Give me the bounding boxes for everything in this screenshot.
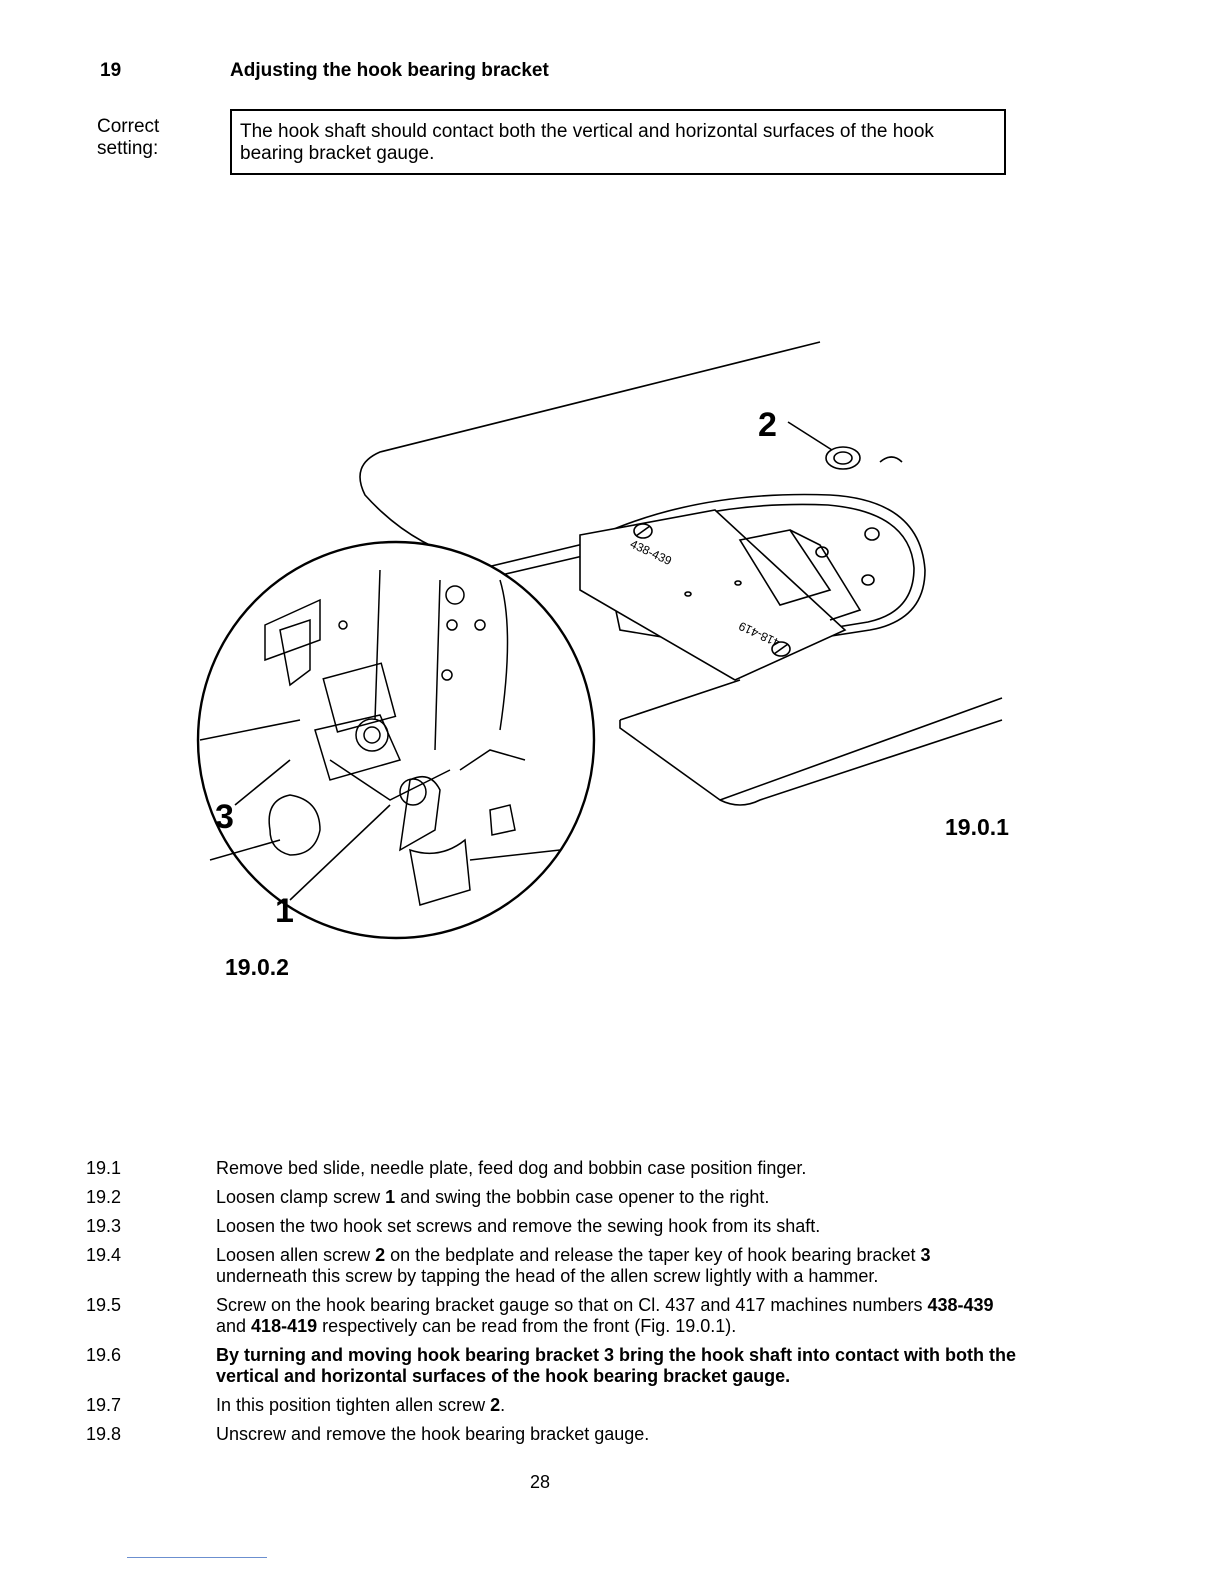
step-text: Screw on the hook bearing bracket gauge … — [216, 1295, 1026, 1337]
step-text-part: on the bedplate and release the taper ke… — [385, 1245, 921, 1265]
step-19-3: 19.3 Loosen the two hook set screws and … — [86, 1216, 1026, 1237]
callout-2: 2 — [758, 406, 777, 444]
step-text-bold: 438-439 — [927, 1295, 994, 1315]
technical-illustration: 438-439 418-419 2 3 1 19.0.1 19.0.2 — [196, 341, 1009, 980]
step-text-bold: 2 — [490, 1395, 501, 1415]
section-title: Adjusting the hook bearing bracket — [230, 60, 549, 81]
step-19-1: 19.1 Remove bed slide, needle plate, fee… — [86, 1158, 1026, 1179]
step-text-part: In this position tighten allen screw — [216, 1395, 491, 1415]
step-text-part: Loosen clamp screw — [216, 1187, 386, 1207]
bedplate-line — [474, 539, 601, 571]
step-text-part: Loosen allen screw — [216, 1245, 376, 1265]
step-text-part: and — [216, 1316, 252, 1336]
step-19-7: 19.7 In this position tighten allen scre… — [86, 1395, 1026, 1416]
allen-screw-2 — [825, 446, 861, 470]
step-number: 19.6 — [86, 1345, 122, 1365]
step-text-part: and swing the bobbin case opener to the … — [395, 1187, 770, 1207]
gauge-plate — [579, 509, 847, 681]
step-number: 19.3 — [86, 1216, 122, 1236]
figure-label-19-0-2: 19.0.2 — [225, 954, 289, 980]
step-19-2: 19.2 Loosen clamp screw 1 and swing the … — [86, 1187, 1026, 1208]
step-text-part: underneath this screw by tapping the hea… — [216, 1266, 879, 1286]
correct-setting-label-line2: setting: — [97, 138, 159, 159]
step-19-4: 19.4 Loosen allen screw 2 on the bedplat… — [86, 1245, 1026, 1287]
step-text-part: . — [500, 1395, 506, 1415]
step-text: Loosen clamp screw 1 and swing the bobbi… — [216, 1187, 1026, 1208]
step-text: Remove bed slide, needle plate, feed dog… — [216, 1158, 807, 1178]
bedplate-outline — [359, 341, 821, 561]
step-text-part: Screw on the hook bearing bracket gauge … — [216, 1295, 928, 1315]
step-number: 19.8 — [86, 1424, 122, 1444]
section-number: 19 — [100, 60, 122, 81]
correct-setting-box: The hook shaft should contact both the v… — [230, 109, 1006, 175]
step-number: 19.1 — [86, 1158, 122, 1178]
callout-1: 1 — [275, 892, 294, 930]
step-text: Loosen allen screw 2 on the bedplate and… — [216, 1245, 1026, 1287]
bedplate-opening — [599, 493, 926, 651]
bed-slide — [619, 719, 1003, 806]
step-text: Unscrew and remove the hook bearing brac… — [216, 1424, 650, 1444]
step-text: Loosen the two hook set screws and remov… — [216, 1216, 821, 1236]
step-text-part: respectively can be read from the front … — [317, 1316, 737, 1336]
step-19-6: 19.6 By turning and moving hook bearing … — [86, 1345, 1026, 1387]
detail-circle — [196, 540, 596, 940]
step-text-bold: 418-419 — [251, 1316, 318, 1336]
step-text: In this position tighten allen screw 2. — [216, 1395, 1026, 1416]
step-text-bold: 3 — [920, 1245, 931, 1265]
correct-setting-label-line1: Correct — [97, 116, 160, 137]
step-number: 19.5 — [86, 1295, 122, 1315]
step-text-bold: 2 — [375, 1245, 386, 1265]
footer-rule — [127, 1557, 267, 1558]
step-number: 19.2 — [86, 1187, 122, 1207]
step-19-5: 19.5 Screw on the hook bearing bracket g… — [86, 1295, 1026, 1337]
step-text-bold: 1 — [385, 1187, 396, 1207]
page-number: 28 — [529, 1472, 551, 1492]
figure-label-19-0-1: 19.0.1 — [945, 814, 1009, 840]
step-text: By turning and moving hook bearing brack… — [216, 1345, 1017, 1386]
callout-3: 3 — [215, 798, 234, 836]
step-number: 19.7 — [86, 1395, 122, 1415]
step-number: 19.4 — [86, 1245, 122, 1265]
procedure-steps: 19.1 Remove bed slide, needle plate, fee… — [86, 1158, 1026, 1453]
correct-setting-label: Correct setting: — [97, 116, 159, 160]
step-19-8: 19.8 Unscrew and remove the hook bearing… — [86, 1424, 1026, 1445]
